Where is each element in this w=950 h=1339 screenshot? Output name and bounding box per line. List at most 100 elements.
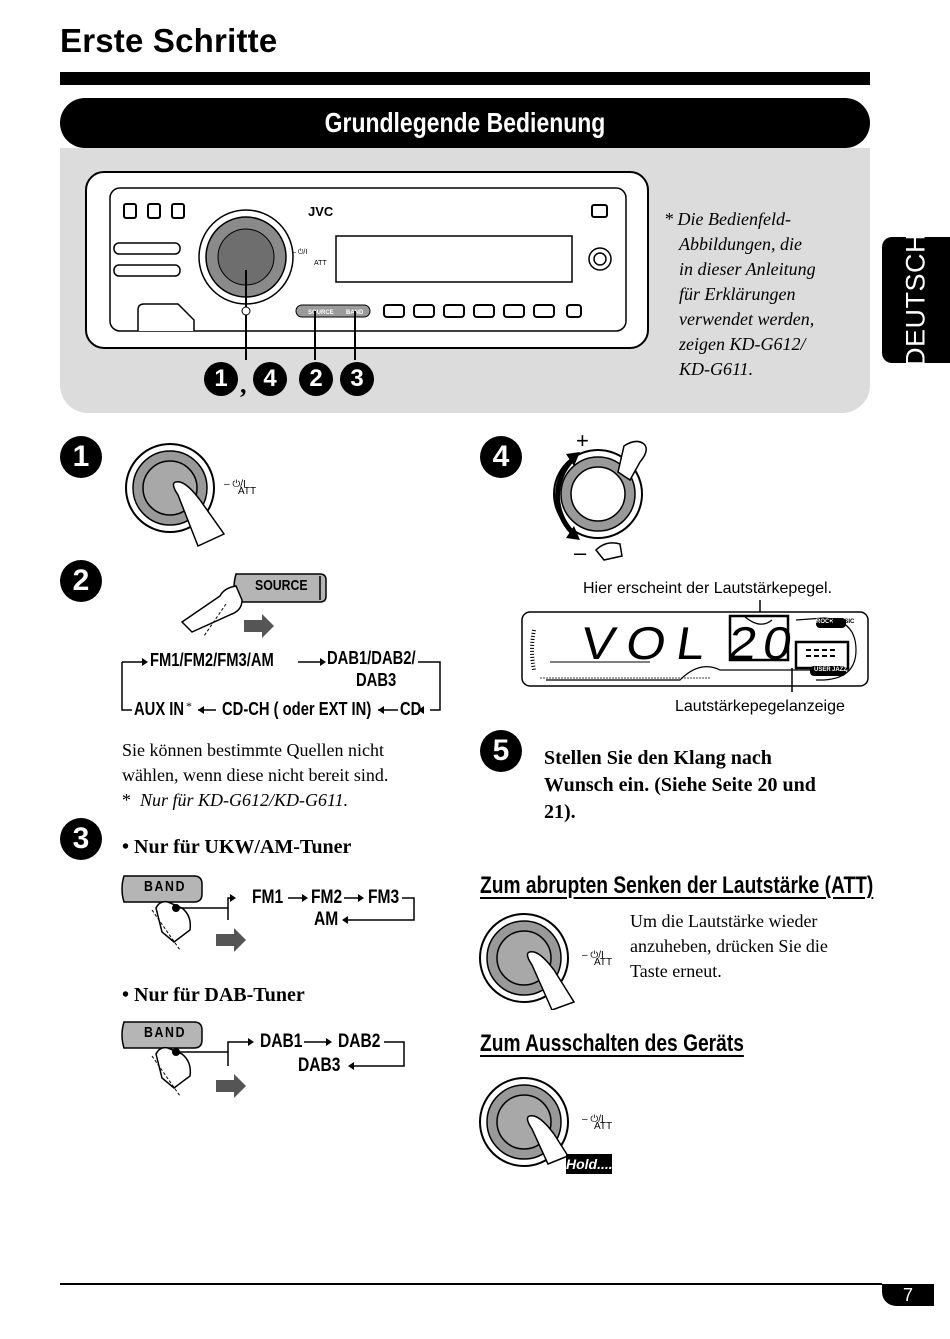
callout-3: 3: [340, 362, 374, 396]
att-text: Um die Lautstärke wieder anzuheben, drüc…: [630, 909, 828, 984]
flow-line: [180, 1041, 250, 1053]
step-2-footnote: Nur für KD-G612/KD-G611.: [140, 790, 349, 810]
release-panel: [137, 303, 195, 331]
arrow-right-icon: [248, 1038, 254, 1046]
band-button-shape: [121, 875, 203, 903]
att-knob-illustration: – ⏻/I: [479, 913, 604, 1010]
footer-rule: [60, 1283, 882, 1285]
lcd-frame: [521, 611, 869, 687]
att-section-att: ATT: [594, 957, 613, 968]
flow-aux-star: *: [186, 699, 192, 713]
lcd-classic: CLASSIC: [828, 619, 855, 625]
flow-cd: CD: [400, 699, 422, 719]
language-tab: DEUTSCH: [882, 233, 950, 367]
step-3-bullet-2: • Nur für DAB-Tuner: [122, 984, 305, 1006]
arrow-right-icon: [302, 894, 308, 902]
page-number: 7: [882, 1284, 934, 1306]
att-text-line: Taste erneut.: [630, 961, 722, 981]
step-1-knob-illustration: – ⏻/I: [125, 443, 246, 548]
band-button-shape: [121, 1021, 203, 1049]
source-button-label: SOURCE: [255, 577, 308, 594]
lcd-jazz: JAZZ: [832, 667, 847, 673]
finger-icon: [617, 440, 647, 482]
arrow-left-icon: [348, 1062, 354, 1070]
callout-dot: [241, 306, 251, 316]
finger-icon: [155, 1046, 192, 1089]
level-bars: [806, 649, 838, 657]
step-2-text-line: wählen, wenn diese nicht bereit sind.: [122, 765, 389, 785]
press-dot: [172, 1048, 180, 1056]
sensor-inner: [593, 252, 607, 266]
arrow-right-icon: [216, 928, 246, 952]
title-rule: [60, 72, 870, 85]
note-line: Abbildungen, die: [679, 234, 802, 254]
power-symbol: – ⏻/I: [582, 950, 604, 961]
note-line: zeigen KD-G612/: [679, 334, 806, 354]
arrow-left-icon: [198, 706, 204, 714]
power-symbol: – ⏻/I: [224, 479, 246, 490]
knob-core: [570, 466, 626, 522]
section-title: Grundlegende Bedienung: [324, 107, 606, 138]
note-line: für Erklärungen: [679, 284, 796, 304]
callout-2: 2: [299, 362, 333, 396]
band-fm-illustration: [121, 875, 415, 952]
arrow-left-icon: [418, 706, 424, 714]
flow-fm-am: FM1/FM2/FM3/AM: [150, 650, 274, 670]
step-3-number: 3: [60, 818, 102, 860]
power-symbol: – ⏻/I: [292, 248, 307, 256]
flow-fm1: FM1: [252, 887, 284, 908]
step-5-text-line: 21).: [544, 801, 576, 823]
arrow-right-icon: [326, 1038, 332, 1046]
band-button-label-2: BAND: [144, 1024, 187, 1041]
finger-icon: [526, 951, 576, 1010]
hold-badge: Hold....: [566, 1154, 613, 1174]
flow-dab: DAB1/DAB2/: [327, 648, 416, 668]
preset-3: [443, 304, 465, 318]
step-5-text-line: Wunsch ein. (Siehe Seite 20 und: [544, 774, 816, 796]
source-press-illustration: [180, 573, 327, 638]
lcd-left-segment: [530, 629, 536, 671]
preset-4: [473, 304, 495, 318]
note-line: verwendet werden,: [679, 309, 815, 329]
preset-1: [383, 304, 405, 318]
volume-knob-illustration: [553, 440, 647, 561]
page-title: Erste Schritte: [60, 22, 278, 59]
arrow-right-icon: [320, 658, 326, 666]
source-flow-diagram: [121, 658, 441, 714]
att-text-line: anzuheben, drücken Sie die: [630, 936, 828, 956]
off-knob-illustration: – ⏻/I: [479, 1077, 604, 1167]
arrow-right-icon: [216, 1074, 246, 1098]
flow-dab2: DAB2: [338, 1031, 381, 1052]
step-2-number: 2: [60, 560, 102, 602]
flow-dab3-b: DAB3: [298, 1055, 341, 1076]
step-5-number: 5: [480, 730, 522, 772]
brand-logo: JVC: [308, 204, 334, 219]
off-section-att: ATT: [594, 1121, 613, 1132]
finger-icon: [526, 1115, 570, 1165]
arrow-right-icon: [142, 658, 148, 666]
panel-source-key: SOURCE: [308, 310, 334, 316]
volume-highlight-box: [728, 614, 790, 662]
flow-line-right: [418, 661, 441, 711]
footnote-star: *: [122, 790, 131, 810]
callout-comma: ,: [240, 370, 247, 399]
note-line: KD-G611.: [679, 359, 754, 379]
step-4-number: 4: [480, 436, 522, 478]
preset-6: [533, 304, 555, 318]
lcd-vol-text: VOL: [577, 617, 721, 669]
top-button-2: [147, 203, 161, 219]
side-slot-1: [113, 242, 181, 255]
volume-plus-label: +: [576, 428, 589, 453]
lcd-level-line: [546, 666, 850, 681]
lcd-rock-badge: [816, 618, 846, 628]
flow-am: AM: [314, 909, 339, 930]
top-button-3: [171, 203, 185, 219]
arrow-right-icon: [230, 894, 236, 902]
arrow-left-icon: [378, 706, 384, 714]
band-button-label-1: BAND: [144, 878, 187, 895]
off-heading: Zum Ausschalten des Geräts: [480, 1030, 744, 1057]
lcd-rock: ROCK: [816, 619, 834, 625]
att-heading: Zum abrupten Senken der Lautstärke (ATT): [480, 872, 874, 899]
preset-7: [566, 304, 582, 318]
bullet-2-text: Nur für DAB-Tuner: [134, 984, 305, 1006]
